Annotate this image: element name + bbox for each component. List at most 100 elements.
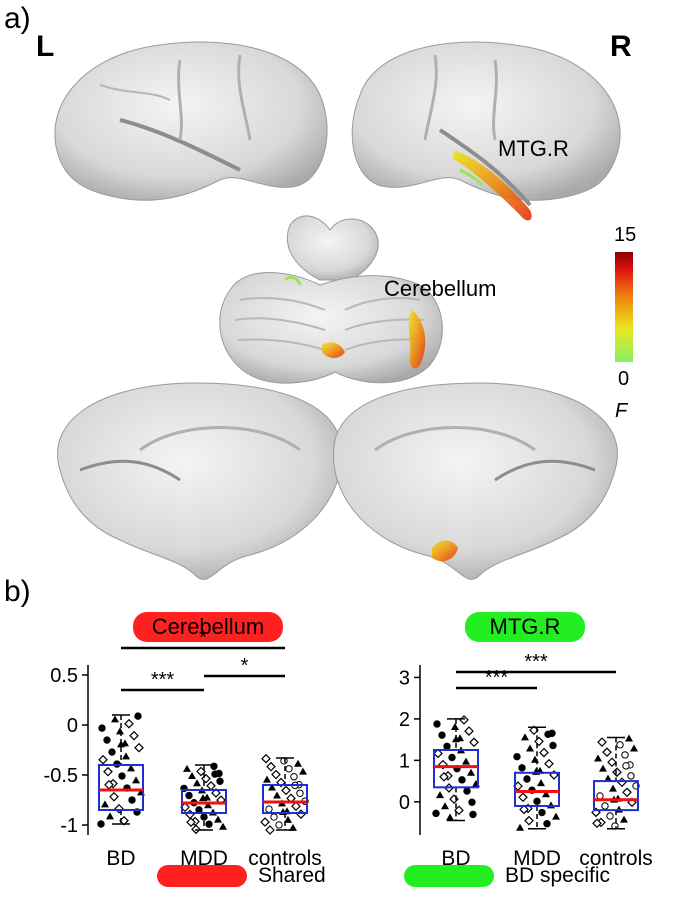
chart1-data-point xyxy=(526,744,534,752)
chart1-data-point xyxy=(469,810,477,819)
legend-specific-swatch xyxy=(404,865,494,887)
chart0-data-point xyxy=(290,773,298,781)
chart1-data-point xyxy=(544,758,554,769)
right-hemisphere-label: R xyxy=(610,30,632,63)
chart1-y-tick-label: 1 xyxy=(399,750,410,772)
chart0-data-point xyxy=(206,780,216,791)
chart0-data-point xyxy=(266,761,276,772)
chart0-y-tick-label: -1 xyxy=(60,815,78,837)
chart0-data-point xyxy=(118,772,126,780)
panel-b-label: b) xyxy=(4,575,31,608)
chart0-data-point xyxy=(291,801,301,812)
chart0-data-point xyxy=(134,712,142,720)
chart1-data-point xyxy=(462,757,470,765)
chart1-y-tick-label: 2 xyxy=(399,709,410,731)
chart1-data-point xyxy=(547,801,555,809)
chart0-data-point xyxy=(299,767,307,775)
chart1-data-point xyxy=(544,730,552,739)
chart1-box xyxy=(593,780,639,812)
chart0-data-point xyxy=(273,791,281,799)
chart0-data-point xyxy=(271,769,281,780)
chart1-data-point xyxy=(630,744,638,752)
chart0-category-label: BD xyxy=(106,847,135,870)
chart1-data-point xyxy=(523,775,531,783)
chart1-data-point xyxy=(443,742,451,751)
chart0-data-point xyxy=(216,777,224,785)
chart1-data-point xyxy=(621,751,629,759)
chart0-data-point xyxy=(97,820,105,828)
chart1-y-tick-label: 0 xyxy=(399,792,410,814)
chart0-box xyxy=(98,764,144,811)
chart1-data-point xyxy=(622,787,632,798)
chart1-data-point xyxy=(599,764,607,772)
chart1-data-point xyxy=(469,737,479,748)
chart0-data-point xyxy=(106,812,114,820)
chart1-data-point xyxy=(458,776,466,784)
chart0-data-point xyxy=(185,791,193,800)
mtg-label: MTG.R xyxy=(498,136,569,161)
chart0-data-point xyxy=(211,770,219,778)
left-hemisphere-label: L xyxy=(36,30,55,63)
chart1-data-point xyxy=(542,790,550,798)
chart1-data-point xyxy=(597,737,607,747)
chart0-data-point xyxy=(296,789,304,797)
chart1-data-point xyxy=(467,768,475,776)
chart0-data-point xyxy=(209,808,217,816)
chart0-data-point xyxy=(185,809,195,820)
brain-renderings xyxy=(54,41,633,580)
chart1-data-point xyxy=(622,762,630,770)
chart1-data-point xyxy=(454,805,464,816)
chart1-data-point xyxy=(609,784,617,792)
chart1-data-point xyxy=(464,726,474,736)
chart1-data-point xyxy=(602,747,612,758)
chart0-data-point xyxy=(116,727,124,735)
chart1-data-point xyxy=(617,777,627,788)
chart0-data-point xyxy=(101,800,109,808)
chart1-data-point xyxy=(533,797,541,806)
chart0-y-tick-label: 0 xyxy=(67,715,78,737)
chart0-data-point xyxy=(111,715,119,723)
colorbar-max-label: 15 xyxy=(614,224,637,246)
chart1-category-label: BD xyxy=(441,847,470,870)
chart1-category-label: MDD xyxy=(513,847,561,870)
chart1-data-point xyxy=(441,802,449,810)
chart0-data-point xyxy=(265,805,273,813)
chart0-data-point xyxy=(98,754,108,765)
chart0-data-point xyxy=(109,791,119,802)
chart1-data-point xyxy=(596,792,604,800)
chart1-data-point xyxy=(592,818,602,829)
chart1-data-point xyxy=(516,823,524,831)
chart0-data-point xyxy=(129,730,139,741)
chart1-data-point xyxy=(432,809,440,818)
chart1-data-point xyxy=(627,772,635,780)
chart1-data-point xyxy=(519,804,529,815)
chart1-data-point xyxy=(531,755,539,763)
chart0-data-point xyxy=(275,821,283,829)
chart0-data-point xyxy=(289,823,297,831)
chart1-data-point xyxy=(459,715,469,725)
chart1-data-point xyxy=(604,774,612,782)
chart1-data-point xyxy=(449,794,459,805)
chart0-data-point xyxy=(210,762,218,770)
chart1-data-point xyxy=(543,820,551,828)
chart1-data-point xyxy=(513,752,521,761)
chart0-data-point xyxy=(188,772,196,780)
chart1-y-tick-label: 3 xyxy=(399,667,410,689)
chart0-data-point xyxy=(132,776,140,784)
chart0-significance-label: * xyxy=(199,627,207,649)
chart1-data-point xyxy=(446,813,454,821)
chart0-category-label: controls xyxy=(248,847,322,870)
chart0-data-point xyxy=(285,765,293,773)
chart1-box xyxy=(433,749,479,789)
chart1-data-point xyxy=(518,764,526,772)
chart0-data-point xyxy=(294,759,302,767)
chart0-data-point xyxy=(284,815,292,823)
chart0-y-tick-label: 0.5 xyxy=(50,665,78,687)
chart0-data-point xyxy=(265,825,275,835)
chart0-data-point xyxy=(261,753,271,764)
cerebellum-label: Cerebellum xyxy=(384,276,497,301)
chart0-y-tick-label: -0.5 xyxy=(44,765,78,787)
chart0-data-point xyxy=(98,724,106,732)
chart0-data-point xyxy=(124,718,134,729)
